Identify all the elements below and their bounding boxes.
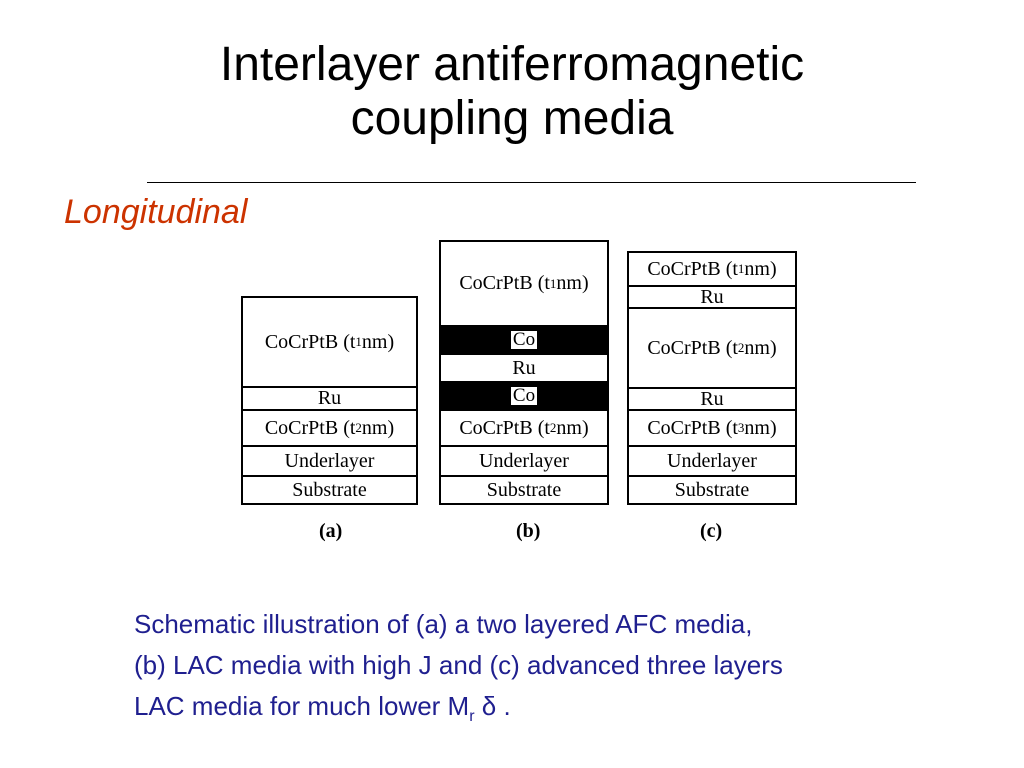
title-line-2: coupling media — [350, 92, 674, 145]
layer-c-substrate: Substrate — [627, 475, 797, 505]
layer-a-underlayer: Underlayer — [241, 445, 418, 477]
layer-a-substrate: Substrate — [241, 475, 418, 505]
figure-caption: Schematic illustration of (a) a two laye… — [134, 604, 1004, 737]
subtitle: Longitudinal — [64, 193, 248, 231]
caption-line-3-pre: LAC media for much lower M — [134, 691, 470, 721]
layer-b-co-top: Co — [439, 325, 609, 355]
layer-a-ru: Ru — [241, 386, 418, 411]
caption-line-3: LAC media for much lower Mr δ . — [134, 686, 1004, 737]
label-a: (a) — [319, 520, 343, 542]
label-b: (b) — [516, 520, 541, 542]
label-c: (c) — [700, 520, 723, 542]
title-divider — [147, 182, 916, 183]
layer-b-ru: Ru — [439, 353, 609, 383]
caption-line-3-post: δ . — [474, 691, 511, 721]
slide-title: Interlayer antiferromagnetic coupling me… — [0, 38, 1024, 146]
layer-b-co-bottom: Co — [439, 381, 609, 411]
caption-line-3-sub: r — [469, 708, 475, 726]
layer-b-co-bottom-label: Co — [510, 385, 538, 406]
caption-line-2: (b) LAC media with high J and (c) advanc… — [134, 650, 783, 680]
layer-c-ru-top: Ru — [627, 285, 797, 309]
layer-c-underlayer: Underlayer — [627, 445, 797, 477]
caption-line-1: Schematic illustration of (a) a two laye… — [134, 609, 753, 639]
layer-b-co-top-label: Co — [510, 329, 538, 350]
title-line-1: Interlayer antiferromagnetic — [219, 38, 805, 91]
layer-c-ru-bottom: Ru — [627, 387, 797, 411]
layer-b-substrate: Substrate — [439, 475, 609, 505]
layer-b-underlayer: Underlayer — [439, 445, 609, 477]
